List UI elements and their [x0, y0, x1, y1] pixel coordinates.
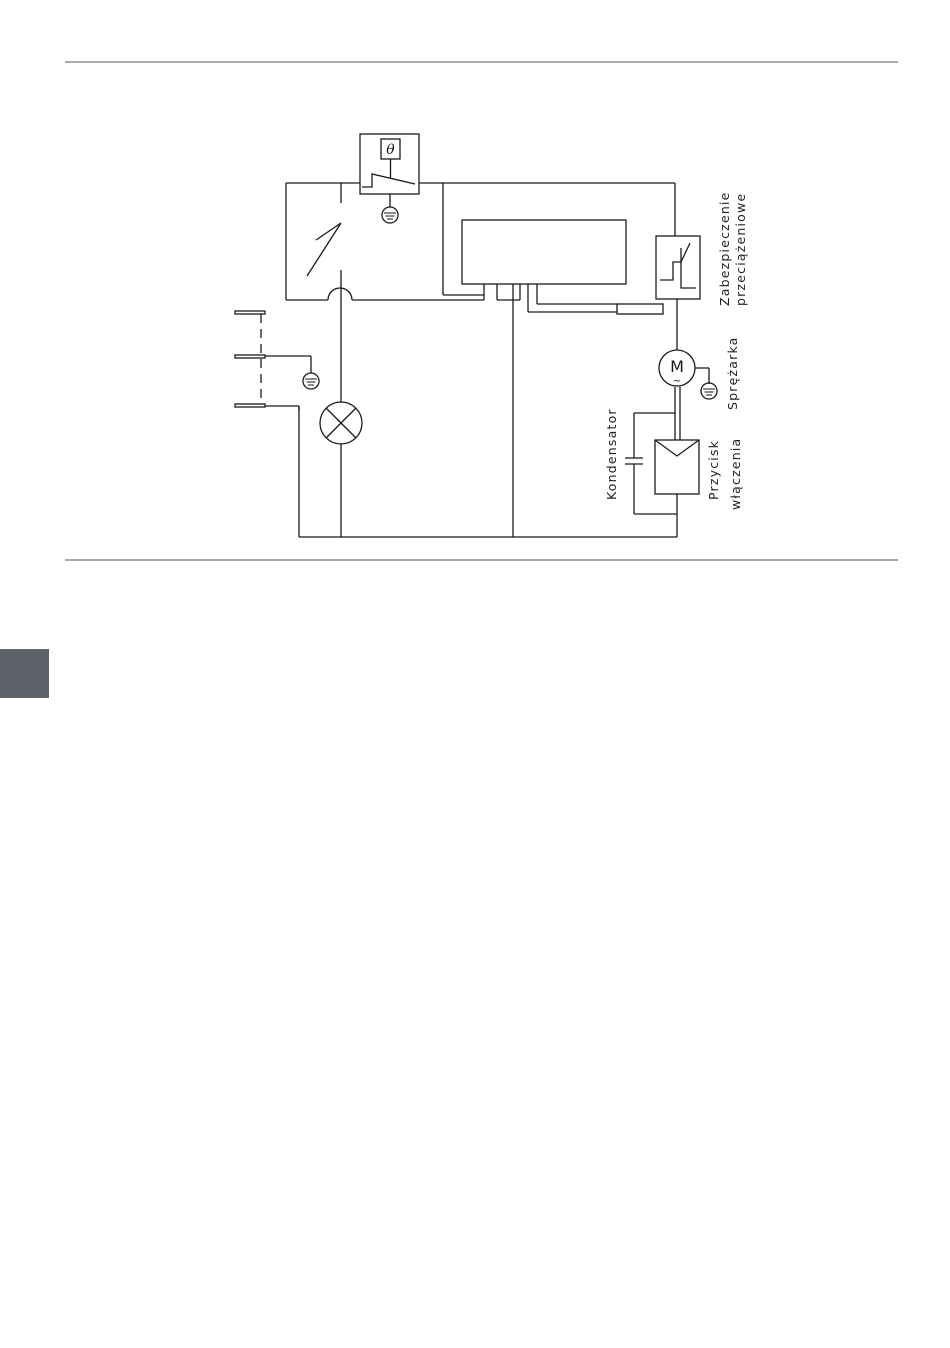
overload-protector	[656, 236, 700, 299]
label-przycisk-line2: włączenia	[728, 438, 743, 510]
label-sprezarka: Sprężarka	[725, 336, 740, 410]
thermostat-symbol: θ	[386, 142, 395, 158]
power-plug	[235, 311, 311, 410]
thermostat: θ	[360, 134, 419, 207]
wires	[286, 183, 680, 537]
ground-symbol-thermostat	[382, 207, 398, 223]
side-tab	[0, 649, 49, 698]
capacitor	[625, 450, 643, 470]
starter-relay	[655, 440, 699, 494]
label-przycisk-line1: Przycisk	[706, 440, 721, 500]
compressor-motor: M ~	[659, 350, 709, 387]
label-zabezpieczenie-line1: Zabezpieczenie	[717, 191, 732, 306]
control-module	[462, 220, 626, 284]
ground-symbol-compressor	[701, 383, 717, 399]
lamp	[320, 402, 362, 444]
temperature-sensor	[617, 304, 663, 314]
ground-symbol-plug	[303, 373, 319, 389]
door-switch	[307, 223, 341, 276]
label-kondensator: Kondensator	[604, 408, 619, 500]
motor-ac-symbol: ~	[673, 376, 681, 387]
motor-symbol: M	[670, 357, 684, 376]
label-zabezpieczenie-line2: przeciążeniowe	[733, 193, 748, 306]
